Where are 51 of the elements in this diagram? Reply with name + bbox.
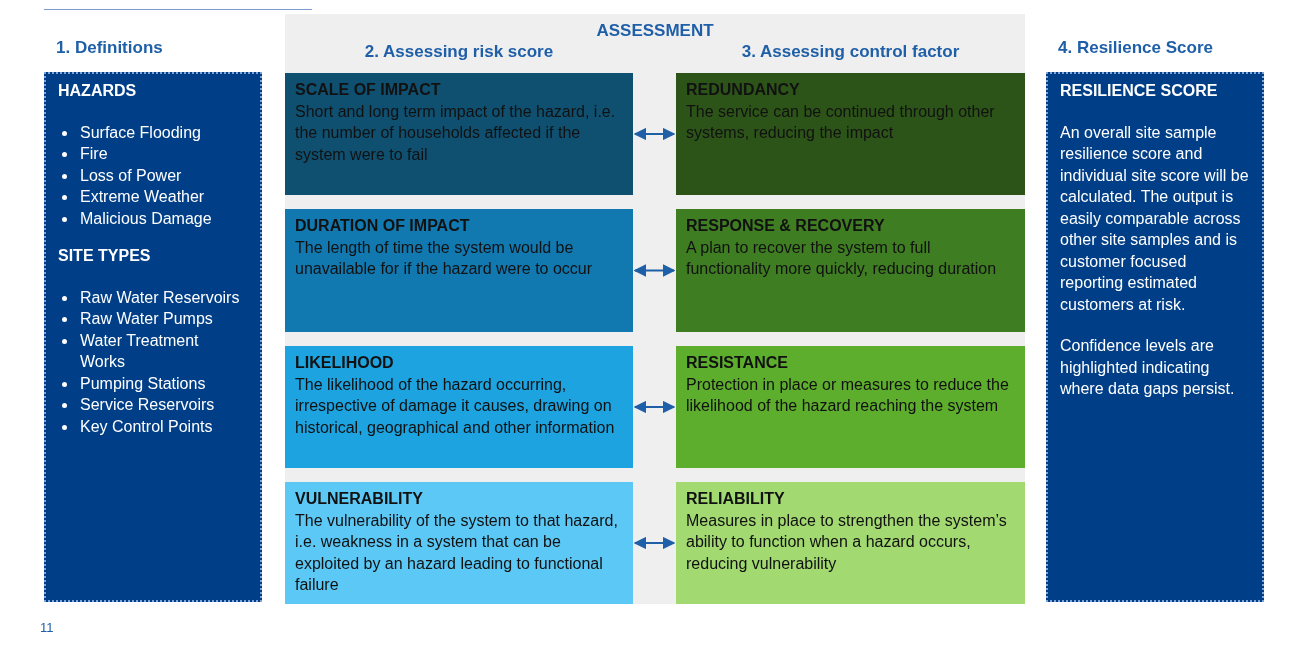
- bullet-item: Loss of Power: [58, 164, 248, 186]
- criteria-box: [676, 209, 1025, 332]
- double-arrow: [633, 400, 676, 414]
- section-heading: SITE TYPES: [58, 246, 152, 266]
- description: Short and long term impact of the hazard, i.e. the number of households affected if the system were to fail: [295, 101, 617, 165]
- section-heading: RESILIENCE SCORE: [1060, 81, 1219, 101]
- description: The likelihood of the hazard occurring, irrespective of damage it causes, drawing on historical, geographical and other information: [295, 374, 616, 438]
- bullet-item: Fire: [58, 143, 248, 165]
- column-heading: 3. Assessing control factor: [740, 42, 961, 62]
- paragraph: Confidence levels are highlighted indicating where data gaps persist.: [1060, 336, 1236, 399]
- box-title: RELIABILITY: [686, 489, 786, 509]
- band-title: ASSESSMENT: [595, 21, 715, 41]
- bullet-item: Key Control Points: [58, 415, 248, 437]
- bullet-item: Extreme Weather: [58, 186, 248, 208]
- description: The length of time the system would be unavailable for if the hazard were to occur: [295, 237, 594, 279]
- criteria-box: [676, 482, 1025, 604]
- box-title: LIKELIHOOD: [295, 353, 395, 373]
- box-title: SCALE OF IMPACT: [295, 80, 442, 100]
- box-title: RESISTANCE: [686, 353, 789, 373]
- criteria-box: [676, 346, 1025, 468]
- double-arrow: [633, 264, 676, 277]
- assessment-band: [285, 14, 1025, 604]
- paragraph: An overall site sample resilience score and individual site score will be calculated. The output is easily comparable across other site samples and is customer focused reporting estimated customers at risk.: [1060, 122, 1250, 315]
- description: Measures in place to strengthen the system’s ability to function when a hazard occurs, reducing vulnerability: [686, 510, 1008, 574]
- box-title: DURATION OF IMPACT: [295, 216, 471, 236]
- section-heading: HAZARDS: [58, 81, 138, 101]
- column-heading: 1. Definitions: [56, 38, 163, 58]
- bullet-item: Surface Flooding: [58, 121, 248, 143]
- bullet-item: Pumping Stations: [58, 372, 248, 394]
- double-arrow: [633, 127, 676, 141]
- bullet-item: Malicious Damage: [58, 207, 248, 229]
- bullet-item: Raw Water Pumps: [58, 308, 248, 330]
- column-heading: 2. Assessing risk score: [363, 42, 555, 62]
- description: The vulnerability of the system to that hazard, i.e. weakness in a system that can be exploited by an hazard leading to functional failure: [295, 510, 619, 595]
- bullet-item: Service Reservoirs: [58, 394, 248, 416]
- bullet-item: Water Treatment Works: [58, 329, 248, 373]
- column-heading: 4. Resilience Score: [1058, 38, 1213, 58]
- double-arrow: [633, 536, 676, 550]
- bullet-item: Raw Water Reservoirs: [58, 286, 248, 308]
- box-title: RESPONSE & RECOVERY: [686, 216, 886, 236]
- page-number: 11: [40, 620, 55, 635]
- criteria-box: [285, 482, 633, 604]
- criteria-box: [285, 209, 633, 332]
- description: The service can be continued through other systems, reducing the impact: [686, 101, 996, 143]
- criteria-box: [285, 346, 633, 468]
- criteria-box: [285, 73, 633, 195]
- criteria-box: [676, 73, 1025, 195]
- description: Protection in place or measures to reduce the likelihood of the hazard reaching the system: [686, 374, 1010, 416]
- box-title: VULNERABILITY: [295, 489, 424, 509]
- description: A plan to recover the system to full functionality more quickly, reducing duration: [686, 237, 998, 279]
- box-title: REDUNDANCY: [686, 80, 801, 100]
